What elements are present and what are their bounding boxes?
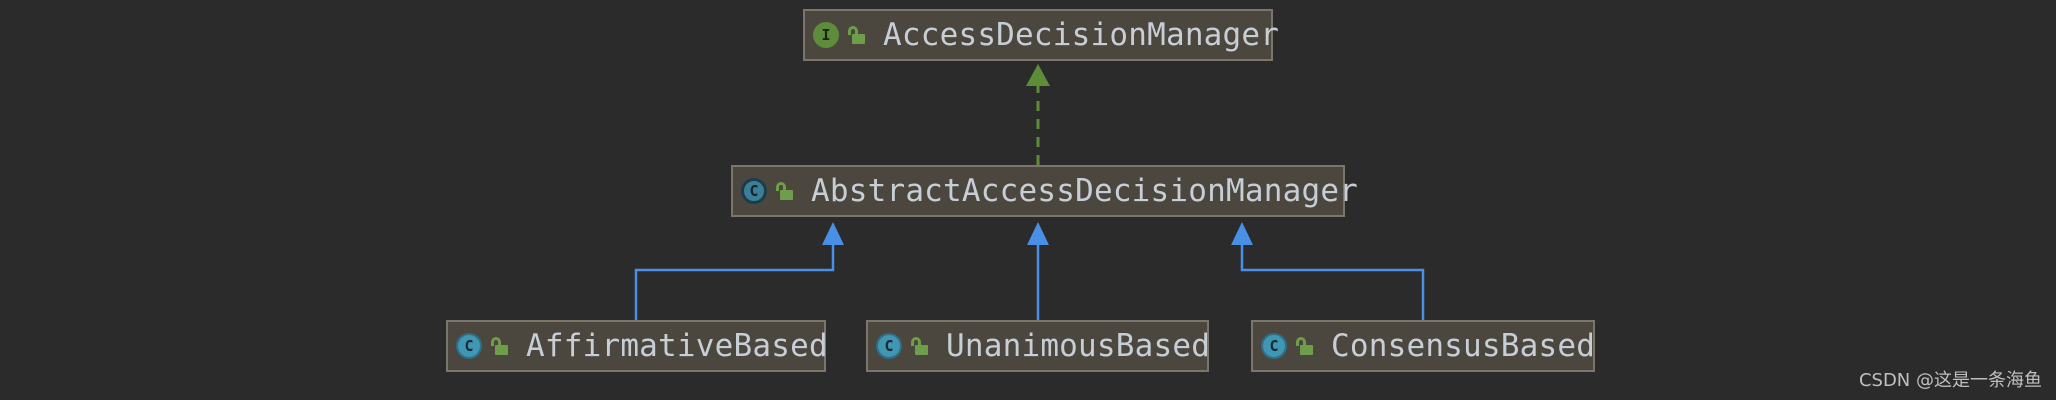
implements-arrowhead [1026,64,1050,86]
extends-edge-affirmative [634,245,835,320]
node-label: AffirmativeBased [526,327,828,364]
watermark: CSDN @这是一条海鱼 [1858,370,2042,391]
node-affirmative-based[interactable]: C AffirmativeBased [446,320,828,372]
interface-icon: I [813,22,839,48]
extends-arrowhead-affirmative [822,222,844,245]
abstract-class-icon: C [741,178,767,204]
class-icon: C [1261,333,1287,359]
node-label: AbstractAccessDecisionManager [811,172,1359,209]
public-lock-icon [490,336,508,356]
public-lock-icon [847,25,865,45]
class-icon: C [456,333,482,359]
node-label: ConsensusBased [1331,327,1596,364]
node-consensus-based[interactable]: C ConsensusBased [1251,320,1595,372]
extends-arrowhead-unanimous [1027,222,1049,245]
extends-edge-consensus [1240,245,1425,320]
node-access-decision-manager[interactable]: I AccessDecisionManager [803,9,1279,61]
node-label: UnanimousBased [946,327,1211,364]
node-label: AccessDecisionManager [883,16,1280,53]
extends-arrowhead-consensus [1231,222,1253,245]
public-lock-icon [1295,336,1313,356]
class-icon: C [876,333,902,359]
public-lock-icon [910,336,928,356]
public-lock-icon [775,181,793,201]
node-unanimous-based[interactable]: C UnanimousBased [866,320,1211,372]
node-abstract-access-decision-manager[interactable]: C AbstractAccessDecisionManager [731,165,1358,217]
